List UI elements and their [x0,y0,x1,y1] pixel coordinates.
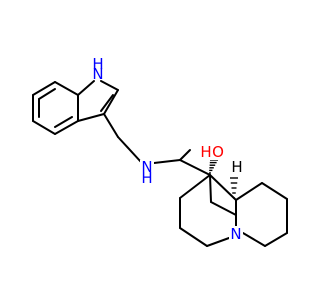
bond-30 [235,182,263,201]
ring-junction-hydrogen-label: H [231,158,242,176]
bond-15 [117,136,142,163]
bond-6 [38,88,56,100]
bond-4 [32,120,56,135]
bond-14 [103,113,119,138]
bond-7 [54,116,73,128]
bond-3 [54,120,79,135]
bond-26 [242,232,266,247]
bond-25 [179,174,211,199]
bond-11 [103,89,119,115]
bond-12 [77,113,105,122]
bond-10 [100,80,119,91]
bond-23 [179,227,208,247]
bond-18 [179,159,211,176]
molecule-structure: H N N H O H H N [32,55,288,247]
quinolizidine-nitrogen-label: N [230,225,241,243]
bond-16 [153,159,181,164]
bond-20 [210,201,237,216]
atom-labels: H N N H O H H N [92,55,243,243]
bond-13 [100,94,114,112]
hydroxyl-oxygen-label: O [212,143,224,161]
amine-nitrogen-label: N [141,158,152,176]
bond-19 [209,174,212,203]
bond-9 [77,80,95,96]
bond-17 [179,149,191,161]
indole-nitrogen-label: N [92,65,103,83]
bond-29 [261,182,288,200]
bond-22 [206,237,230,247]
bond-lines [32,80,288,247]
amine-hydrogen-label: H [141,169,152,187]
bond-32 [209,174,237,201]
bond-27 [264,232,288,247]
bond-0 [32,81,56,96]
hydroxyl-hydrogen-label: H [200,143,211,161]
hashed-wedge-bond-oh [209,159,218,174]
indole-nh-hydrogen-label: H [92,55,103,73]
bond-1 [54,81,79,96]
hashed-wedge-bond-h [230,177,238,199]
